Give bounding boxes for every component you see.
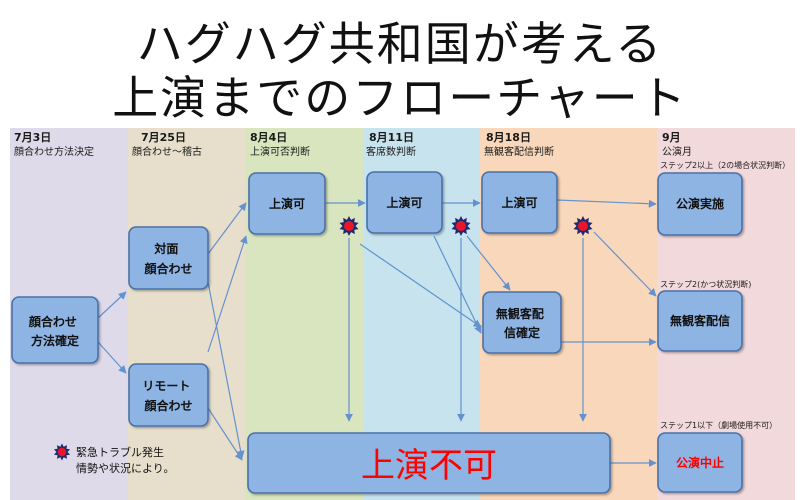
node-possible-aug4: 上演可 [248, 172, 326, 235]
node-box [657, 432, 743, 493]
title-line-2: 上演までのフローチャート [112, 71, 688, 125]
arrow-in-person-to-possible [207, 202, 247, 255]
node-label-line: 対面 [153, 241, 178, 256]
legend-line-2: 情勢や状況により。 [76, 461, 175, 475]
node-in-person-meeting: 対面 顔合わせ [128, 226, 209, 290]
node-label: 上演可 [386, 195, 422, 210]
arrow-remote-to-possible [207, 235, 248, 353]
node-box [248, 172, 326, 235]
node-label-line: 信確定 [504, 325, 540, 340]
arrow-aug11-to-online-confirmed [433, 235, 482, 334]
stage-label: 客席数判断 [366, 145, 416, 158]
condition-step2: ステップ2(かつ状況判断) [660, 279, 751, 289]
node-box [481, 171, 558, 234]
node-label: 上演不可 [361, 446, 497, 486]
arrow-method-to-remote [97, 341, 127, 374]
node-remote-meeting: リモート 顔合わせ [128, 363, 209, 427]
node-label: 顔合わせ 方法確定 [28, 314, 81, 348]
node-label: 無観客配 信確定 [496, 306, 548, 340]
page-title: ハグハグ共和国が考える 上演までのフローチャート [112, 17, 688, 125]
node-label: 無観客配信 [670, 313, 730, 328]
condition-step1-or-less: ステップ1以下（劇場使用不可） [660, 420, 777, 430]
node-label-line: 顔合わせ [28, 314, 77, 329]
node-label-line: 顔合わせ [143, 398, 192, 413]
arrow-method-to-in-person [97, 291, 127, 319]
node-label-line: 顔合わせ [143, 261, 192, 276]
stage-label: 顔合わせ方法決定 [14, 145, 94, 158]
node-label-line: リモート [142, 379, 190, 393]
stage-label: 公演月 [662, 145, 692, 158]
node-label: 公演実施 [676, 196, 724, 211]
stage-date: 7月25日 [141, 131, 186, 144]
node-meeting-method-decided: 顔合わせ 方法確定 [11, 296, 99, 364]
node-online-stream: 無観客配信 [657, 290, 743, 352]
node-possible-aug18: 上演可 [481, 171, 558, 234]
title-line-1: ハグハグ共和国が考える [137, 17, 664, 71]
arrow-aug18-to-online-stream [593, 231, 657, 297]
node-online-confirmed: 無観客配 信確定 [482, 291, 562, 354]
stage-label: 顔合わせ～稽古 [132, 145, 202, 158]
stage-date: 9月 [662, 131, 681, 144]
stage-column-jul25: 7月25日 顔合わせ～稽古 [128, 128, 245, 500]
stage-date: 7月3日 [14, 131, 51, 144]
arrow-aug18-to-performance [556, 199, 657, 208]
arrow-remote-to-not-possible [207, 407, 243, 461]
stage-date: 8月18日 [486, 131, 531, 144]
node-label: 上演可 [269, 196, 305, 211]
condition-step2-or-more: ステップ2以上（2の場合状況判断） [660, 160, 790, 170]
flow-arrows [97, 199, 657, 467]
stage-date: 8月11日 [369, 131, 414, 144]
node-label: リモート 顔合わせ [142, 379, 194, 413]
node-possible-aug11: 上演可 [366, 171, 443, 234]
node-not-possible: 上演不可 [247, 432, 611, 494]
node-box [128, 226, 209, 290]
node-box [657, 290, 743, 352]
stage-column-background [128, 128, 245, 500]
node-box [657, 172, 743, 236]
node-box [482, 291, 562, 354]
legend: 緊急トラブル発生 情勢や状況により。 [53, 443, 175, 475]
arrow-aug4-to-online-confirmed [359, 243, 482, 328]
stage-date: 8月4日 [250, 131, 287, 144]
node-label-line: 方法確定 [31, 333, 79, 348]
stage-label: 上演可否判断 [250, 145, 310, 158]
arrow-emergency-aug11-to-online-confirmed [466, 235, 511, 291]
node-box [11, 296, 99, 364]
stage-label: 無観客配信判断 [484, 145, 554, 158]
node-label: 対面 顔合わせ [143, 241, 192, 276]
legend-line-1: 緊急トラブル発生 [76, 445, 164, 459]
node-label-line: 無観客配 [496, 306, 544, 321]
node-label: 公演中止 [676, 455, 724, 470]
condition-labels: ステップ2以上（2の場合状況判断） ステップ2(かつ状況判断) ステップ1以下（… [660, 160, 790, 430]
node-label: 上演可 [501, 195, 537, 210]
arrow-in-person-to-not-possible [207, 281, 245, 459]
node-cancelled: 公演中止 [657, 432, 743, 493]
node-performance: 公演実施 [657, 172, 743, 236]
node-box [128, 363, 209, 427]
node-box [366, 171, 443, 234]
node-box [247, 432, 611, 494]
